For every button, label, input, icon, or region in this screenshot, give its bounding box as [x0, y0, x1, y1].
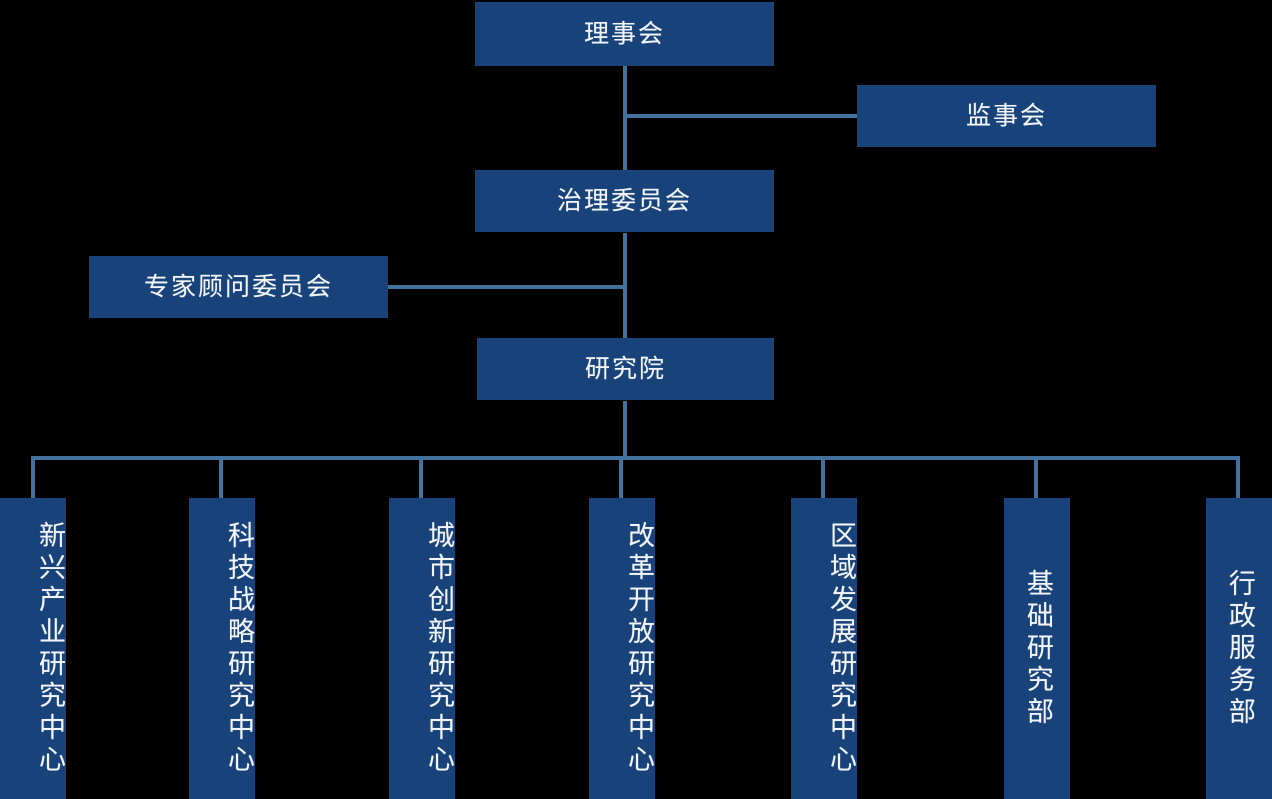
connector-drop-department-2 [219, 456, 223, 498]
node-department-1[interactable]: 新兴产业研究中心 [0, 498, 66, 799]
node-board[interactable]: 理事会 [475, 2, 774, 66]
node-department-4[interactable]: 改革开放研究中心 [589, 498, 655, 799]
connector-drop-department-3 [419, 456, 423, 498]
connector-board-to-supervisors [623, 114, 859, 118]
node-governance[interactable]: 治理委员会 [475, 170, 774, 232]
connector-drop-department-5 [821, 456, 825, 498]
connector-drop-department-6 [1034, 456, 1038, 498]
node-department-6[interactable]: 基础研究部 [1004, 498, 1070, 799]
connector-governance-to-advisory [388, 285, 627, 289]
node-department-5[interactable]: 区域发展研究中心 [791, 498, 857, 799]
connector-institute-to-bus [623, 401, 627, 460]
node-department-2[interactable]: 科技战略研究中心 [189, 498, 255, 799]
node-institute[interactable]: 研究院 [477, 338, 774, 400]
node-supervisors[interactable]: 监事会 [857, 85, 1156, 147]
node-advisory[interactable]: 专家顾问委员会 [89, 256, 388, 318]
connector-drop-department-1 [31, 456, 35, 498]
node-department-3[interactable]: 城市创新研究中心 [389, 498, 455, 799]
node-department-7[interactable]: 行政服务部 [1206, 498, 1272, 799]
connector-drop-department-7 [1236, 456, 1240, 498]
connector-department-bus [31, 456, 1240, 460]
connector-drop-department-4 [619, 456, 623, 498]
